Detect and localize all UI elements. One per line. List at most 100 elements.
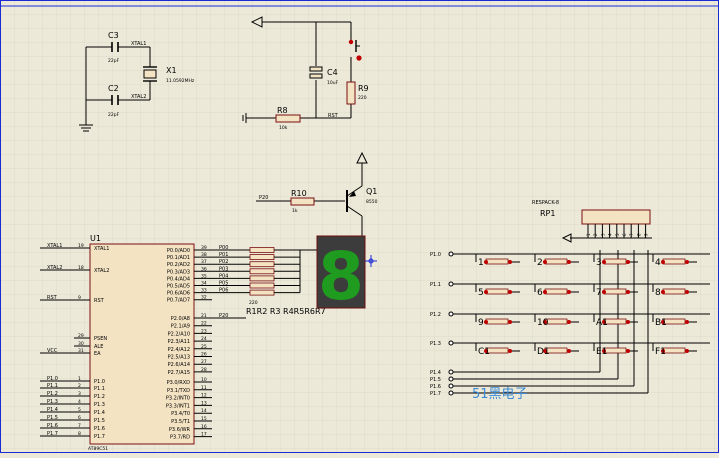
resistor-r9[interactable]: R9 220: [346, 81, 369, 105]
mcu-right-pin-number: 13: [201, 400, 207, 406]
r9-ref: R9: [358, 84, 369, 93]
mcu-right-pin-name: P2.4/A12: [168, 347, 190, 353]
seven-segment-display[interactable]: 8: [316, 235, 377, 315]
capacitor-c4[interactable]: C4 10uF: [309, 66, 339, 86]
crystal-x1[interactable]: X1 11.0592MHz: [143, 66, 195, 84]
mcu-left-pin-number: 6: [78, 415, 81, 421]
mcu-right-pin-number: 27: [201, 359, 207, 365]
keypad-col-terminal[interactable]: [448, 376, 454, 382]
keypad-button[interactable]: 4: [652, 254, 697, 268]
resistor-array[interactable]: [249, 247, 317, 296]
mcu-right-pin-name: P0.6/AD6: [167, 291, 190, 297]
mcu-left-net-label: XTAL2: [47, 265, 62, 271]
key-pin: [484, 290, 488, 294]
keypad-row-terminal[interactable]: [448, 251, 454, 257]
mcu-left-net-label: XTAL1: [47, 243, 62, 249]
keypad-button[interactable]: 5: [475, 284, 520, 298]
mcu-right-pin-name: P2.6/A14: [168, 362, 190, 368]
mcu-left-pin-number: 4: [78, 399, 81, 405]
mcu-left-pin-name: P1.6: [94, 426, 105, 432]
respack-pin-number: 7: [629, 233, 634, 236]
capacitor-c2[interactable]: C2 22pF: [108, 84, 120, 118]
mcu-part: AT89C51: [88, 446, 108, 452]
r10-value: 1k: [292, 208, 298, 214]
keypad-button[interactable]: 9: [475, 314, 520, 328]
mcu-left-pin-name: PSEN: [94, 336, 107, 342]
keypad-button[interactable]: E1: [593, 343, 638, 357]
resistor-r10[interactable]: R10 1k: [290, 189, 315, 214]
keypad-row-terminal[interactable]: [448, 340, 454, 346]
c3-value: 22pF: [108, 58, 120, 64]
resistor-r8[interactable]: R8 10k: [275, 106, 301, 131]
reset-button[interactable]: [348, 36, 362, 61]
keypad-button[interactable]: 6: [534, 284, 579, 298]
mcu-right-net-label: P01: [219, 252, 228, 258]
key-pin: [626, 290, 630, 294]
key-pin: [567, 260, 571, 264]
keypad-button[interactable]: 8: [652, 284, 697, 298]
keypad-button[interactable]: F1: [652, 343, 697, 357]
keypad-button[interactable]: D1: [534, 343, 579, 357]
mcu-right-pin-number: 15: [201, 416, 207, 422]
mcu-left-pin-number: 7: [78, 423, 81, 429]
keypad-button[interactable]: 7: [593, 284, 638, 298]
key-label: 5: [478, 288, 484, 298]
keypad-col-terminal[interactable]: [448, 390, 454, 396]
mcu-right-pin-number: 37: [201, 259, 207, 265]
key-pin: [508, 260, 512, 264]
key-pin: [661, 260, 665, 264]
r10-ref: R10: [291, 189, 307, 198]
keypad-col-terminal[interactable]: [448, 383, 454, 389]
mcu-left-pin-number: 31: [78, 348, 84, 354]
key-pin: [685, 349, 689, 353]
mcu-right-pin-name: P0.1/AD1: [167, 255, 190, 261]
capacitor-c3[interactable]: C3 22pF: [108, 31, 120, 64]
keypad-button[interactable]: B1: [652, 314, 697, 328]
mcu-right-pin-number: 11: [201, 385, 207, 391]
keypad-row-net-label: P1.1: [430, 282, 441, 288]
key-pin: [567, 290, 571, 294]
mcu-left-pin-name: P1.1: [94, 386, 105, 392]
mcu-right-pin-number: 26: [201, 352, 207, 358]
key-pin: [602, 290, 606, 294]
key-body: [485, 288, 509, 295]
mcu-right-pin-name: P3.5/T1: [171, 419, 190, 425]
key-label: E1: [596, 347, 607, 357]
keypad-button[interactable]: A1: [593, 314, 638, 328]
mcu-left-pin-number: 29: [78, 333, 84, 339]
array-resistor: [249, 261, 275, 268]
keypad-button[interactable]: 3: [593, 254, 638, 268]
keypad-button[interactable]: 1: [475, 254, 520, 268]
key-pin: [685, 290, 689, 294]
transistor-q1[interactable]: Q1 8550: [346, 185, 378, 217]
respack-pin-number: 9: [644, 233, 649, 236]
key-pin: [626, 349, 630, 353]
mcu-right-pin-number: 32: [201, 295, 207, 301]
mcu-body: [89, 243, 195, 445]
key-pin: [602, 349, 606, 353]
mcu-left-pin-number: 30: [78, 341, 84, 347]
mcu-right-pin-number: 14: [201, 408, 207, 414]
mcu-right-pin-name: P3.7/RD: [170, 435, 190, 441]
key-pin: [508, 290, 512, 294]
keypad-row-terminal[interactable]: [448, 311, 454, 317]
key-body: [662, 347, 686, 354]
keypad-button[interactable]: C1: [475, 343, 520, 357]
keypad-button[interactable]: 2: [534, 254, 579, 268]
key-label: F1: [655, 347, 666, 357]
keypad-button[interactable]: 10: [534, 314, 579, 328]
keypad-row-terminal[interactable]: [448, 281, 454, 287]
mcu-right-pin-name: P0.2/AD2: [167, 262, 190, 268]
keypad-col-terminal[interactable]: [448, 369, 454, 375]
r8-ref: R8: [277, 106, 288, 115]
key-pin: [567, 320, 571, 324]
key-pin: [543, 349, 547, 353]
mcu-right-pin-name: P3.4/T0: [171, 411, 190, 417]
key-body: [603, 288, 627, 295]
key-pin: [685, 260, 689, 264]
mcu-right-pin-name: P0.3/AD3: [167, 269, 190, 275]
mcu-u1[interactable]: U1 AT89C51: [88, 234, 195, 452]
